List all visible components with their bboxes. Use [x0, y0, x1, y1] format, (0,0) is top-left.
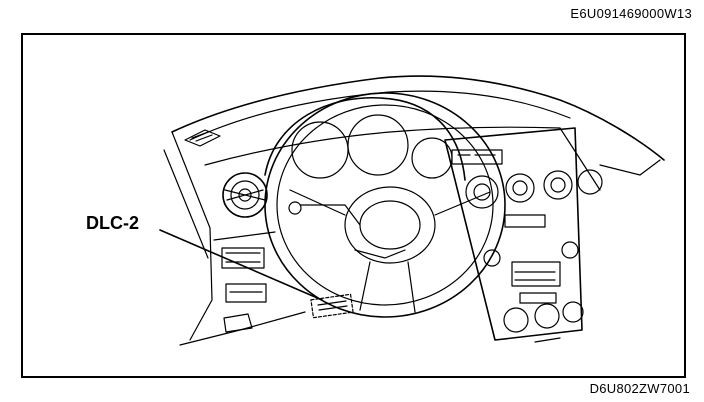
callout-leader-line [159, 229, 323, 301]
figure-code-top: E6U091469000W13 [570, 6, 692, 21]
steering-wheel-icon [264, 92, 506, 318]
dlc2-callout-label: DLC-2 [86, 213, 139, 233]
center-stack [444, 127, 584, 343]
dlc-connector-icon [310, 293, 354, 319]
air-vent-icon [222, 172, 268, 218]
lower-panel [213, 231, 276, 333]
dashboard-outline [163, 75, 665, 346]
right-air-vent-icon [577, 159, 661, 195]
figure-frame [21, 33, 686, 378]
figure-code-bottom: D6U802ZW7001 [589, 381, 690, 396]
instrument-cluster [264, 97, 466, 181]
defroster-vent-icon [184, 129, 221, 147]
